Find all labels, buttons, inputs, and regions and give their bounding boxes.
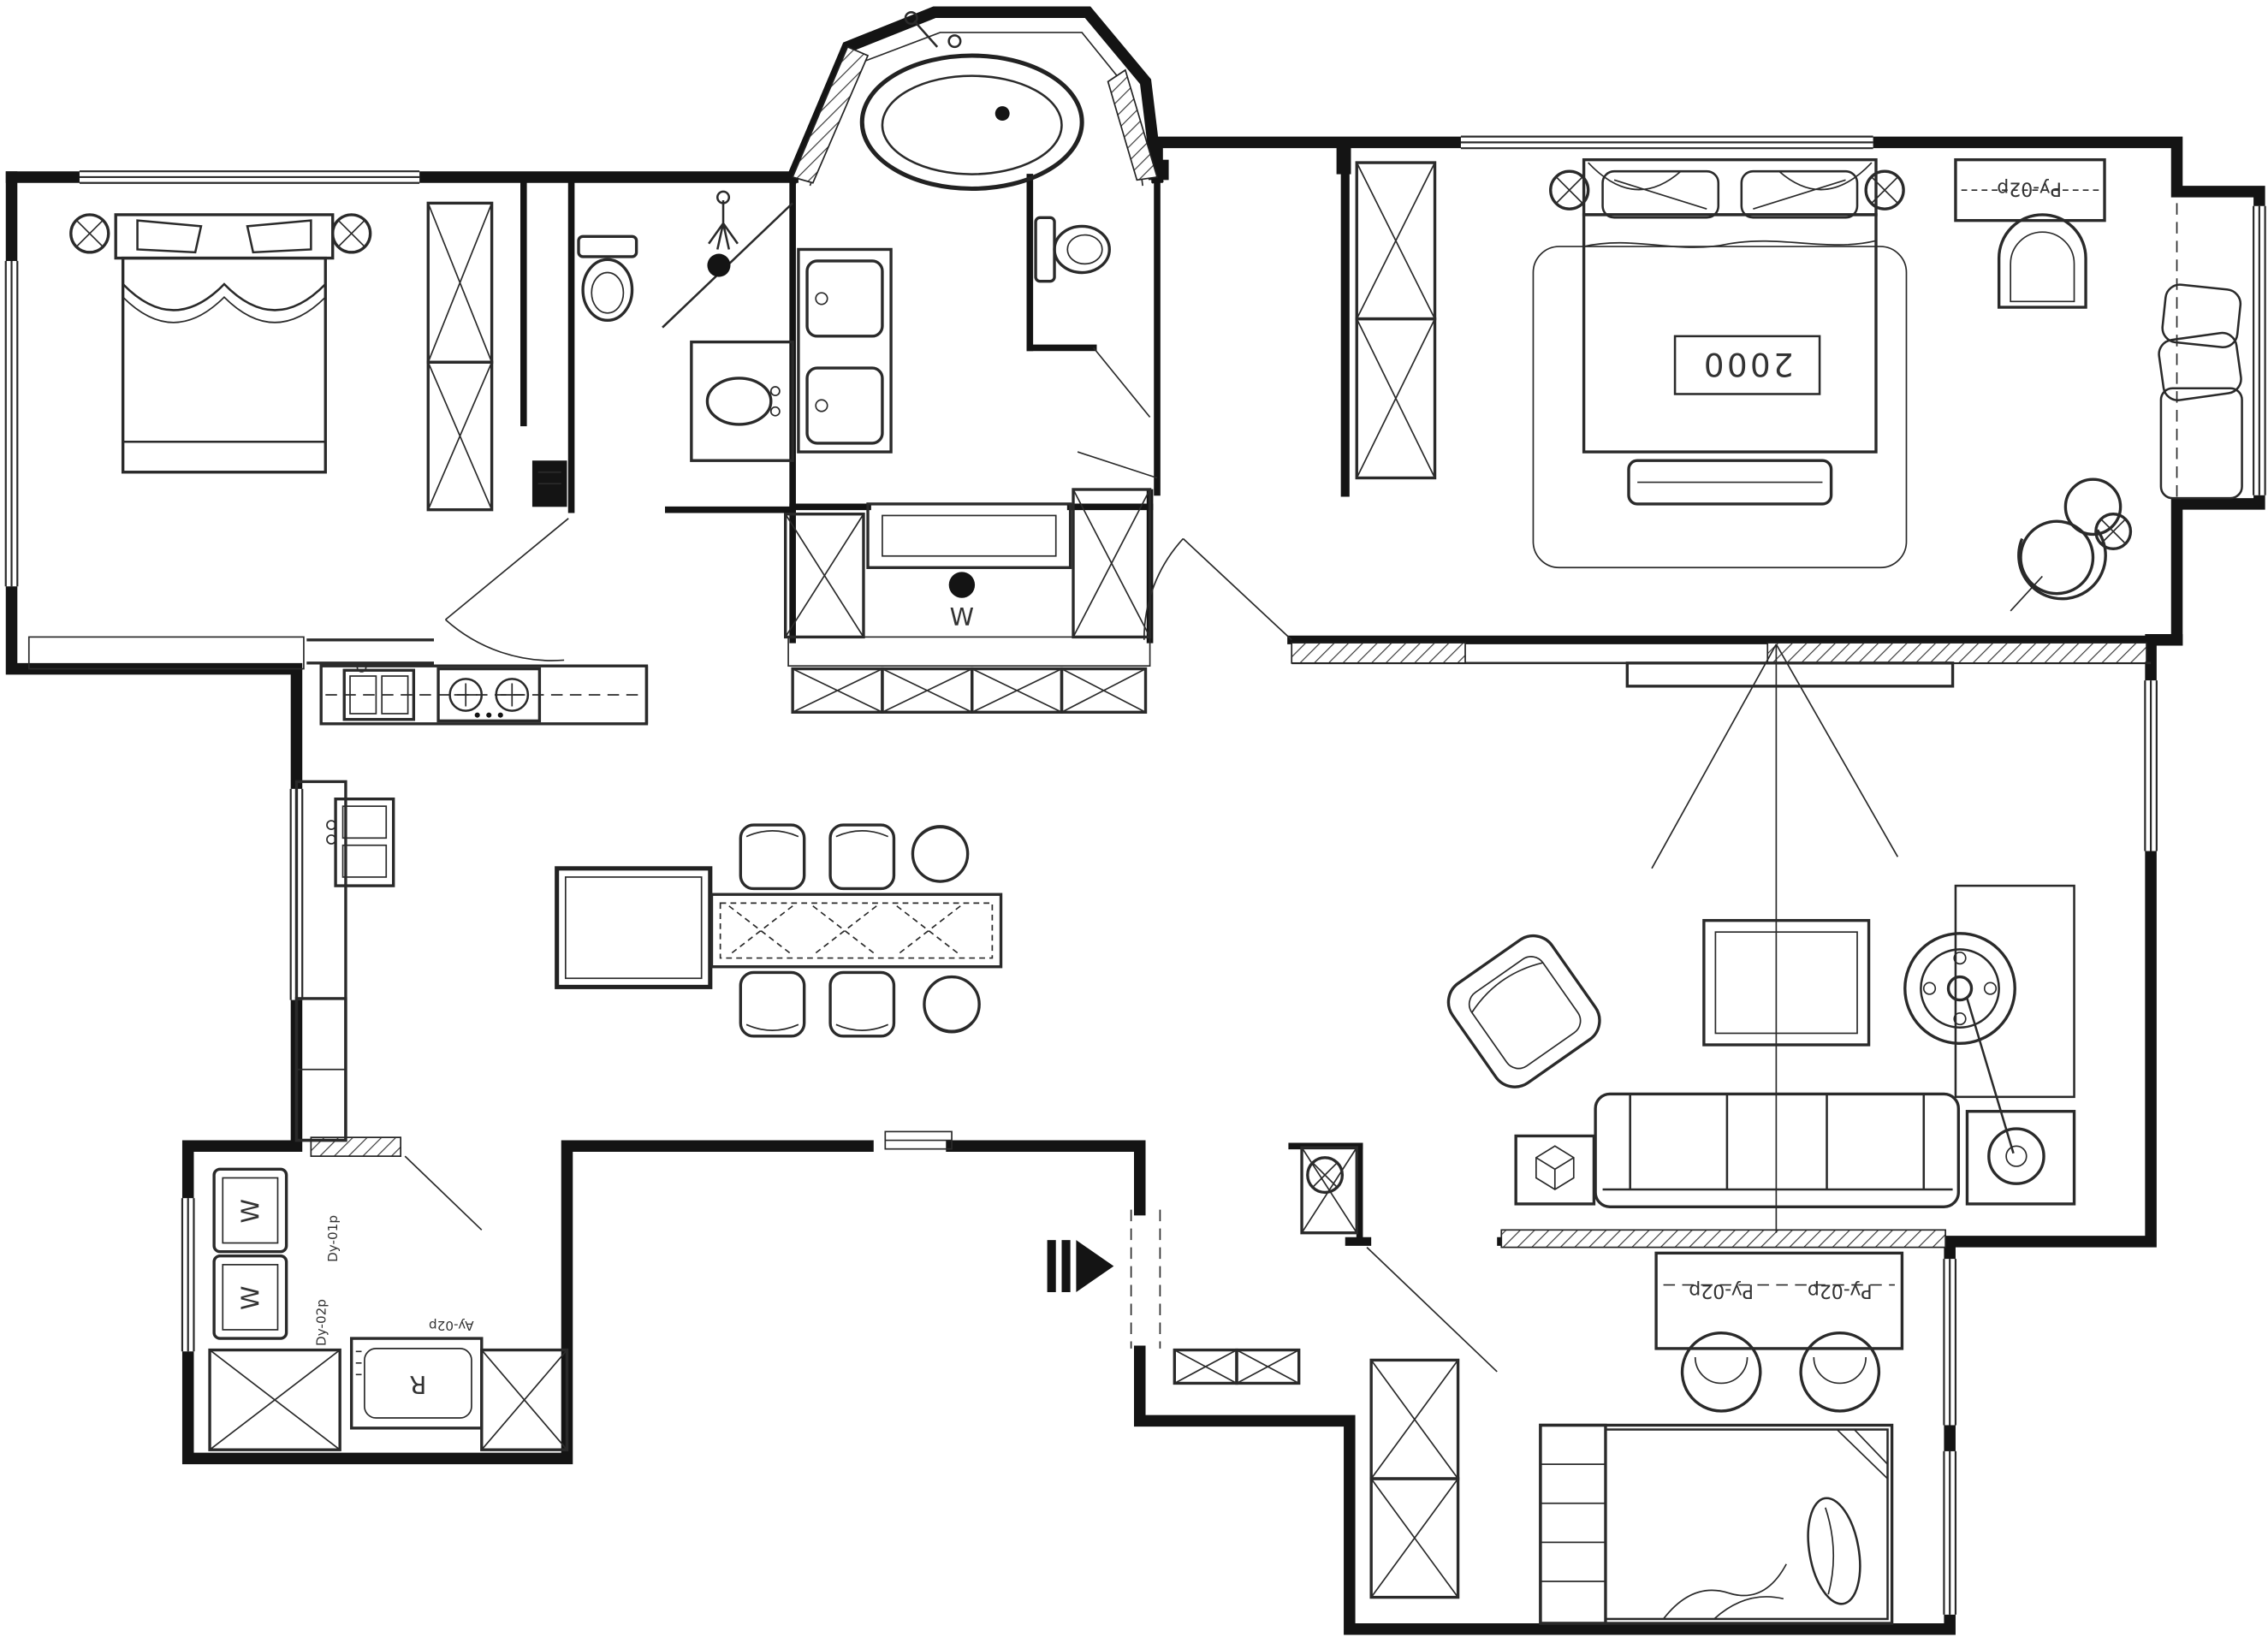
toilet	[577, 234, 638, 322]
door-swing	[444, 518, 569, 661]
range-appliance: R	[349, 1337, 484, 1430]
utility-closet: W	[784, 488, 1152, 714]
shoe-cabinet	[1173, 1348, 1301, 1385]
window-seat-chaise	[2158, 283, 2243, 500]
hatched-walls	[27, 45, 2147, 1249]
bed-single	[1539, 1423, 1894, 1625]
console-desk	[1954, 884, 2075, 1099]
laundry-code-2: Dy-02p	[313, 1299, 329, 1346]
tub-handshower-icon	[913, 20, 939, 48]
side-table	[2063, 477, 2133, 550]
desk-chair	[2010, 519, 2107, 612]
tub-drain-icon	[994, 106, 1010, 122]
foyer	[1047, 1146, 1358, 1385]
washer-stack: W W	[212, 1167, 288, 1340]
tv-console	[1625, 661, 1955, 688]
shower-head-icon	[708, 200, 739, 250]
dining-area	[555, 823, 1003, 1150]
bed-master: 2000	[1582, 157, 1878, 506]
end-table-right	[1965, 1110, 2076, 1206]
master-door-swing	[1143, 537, 1292, 641]
floor-lamp-base-icon	[1987, 1127, 2045, 1185]
washer-bottom-label: W	[236, 1286, 265, 1310]
kitchen	[294, 661, 649, 1142]
pillow	[1807, 1497, 1861, 1605]
wc-room	[1034, 216, 1151, 418]
range-label: R	[409, 1370, 426, 1399]
left-bedroom	[69, 201, 569, 661]
utility-washer-label: W	[950, 602, 974, 632]
bed-bench	[1627, 459, 1833, 506]
desk: Py-02p Py-02p	[1654, 1251, 1904, 1350]
desk-chair	[1680, 1331, 1881, 1413]
ceiling-light-icon	[69, 213, 372, 254]
gas-stove	[436, 667, 542, 723]
cabinet-row	[791, 667, 1148, 714]
desk-code-left: Py-02p	[1689, 1280, 1754, 1302]
coffee-table	[1702, 918, 1871, 1047]
bathroom-small	[577, 190, 794, 462]
shower	[662, 190, 794, 329]
wc-door-swing	[1093, 347, 1151, 418]
bed-width-label: 2000	[1701, 346, 1794, 383]
second-bedroom: Py-02p Py-02p	[1366, 1246, 1904, 1625]
kitchen-sink	[342, 661, 416, 721]
closet-column	[1355, 161, 1437, 480]
laundry-room: W W R Dy-01p Dy-02p Ay-02p	[208, 1155, 569, 1451]
armchair	[1997, 213, 2087, 309]
bed-double	[114, 213, 335, 474]
bathroom-main	[797, 11, 1158, 479]
area-rug	[1532, 246, 1908, 569]
washer-top-label: W	[236, 1199, 265, 1223]
ceiling-lines	[1651, 644, 1899, 1233]
dining-table	[709, 893, 1003, 969]
entry-arrow-icon	[1047, 1240, 1114, 1292]
laundry-cabinets	[208, 1348, 569, 1451]
bath-door-swing	[1077, 451, 1158, 479]
laundry-door-swing	[404, 1155, 483, 1231]
ceiling-light-icon	[1549, 169, 1905, 211]
bathtub	[859, 11, 1084, 192]
double-vanity	[797, 247, 893, 454]
entry-opening-dashed	[1130, 1209, 1161, 1349]
windows	[3, 133, 2268, 1615]
living-room	[1446, 644, 2076, 1233]
arc-lamp-icon	[1903, 932, 2016, 1154]
threshold	[884, 1130, 953, 1150]
washer-knob-icon	[948, 572, 976, 598]
wardrobe	[426, 201, 494, 512]
curtain-box: Py-02p	[1954, 157, 2106, 222]
curtain-code-label: Py-02p	[1997, 178, 2062, 199]
bedroom-door-swing	[1366, 1246, 1498, 1373]
laundry-code-1: Dy-01p	[325, 1215, 341, 1262]
floor-drain-icon	[707, 253, 731, 277]
end-table-left	[1514, 1134, 1596, 1206]
master-bedroom: 2000 Py-02p	[1143, 157, 2243, 641]
dining-chair	[739, 823, 981, 1038]
wardrobe	[1369, 1358, 1460, 1599]
laundry-code-3: Ay-02p	[429, 1318, 474, 1333]
entry-closet	[1300, 1146, 1358, 1235]
vanity-sink	[690, 340, 794, 462]
prep-sink	[326, 797, 395, 887]
desk-code-right: Py-02p	[1808, 1280, 1873, 1302]
accent-armchair	[1446, 934, 1601, 1088]
